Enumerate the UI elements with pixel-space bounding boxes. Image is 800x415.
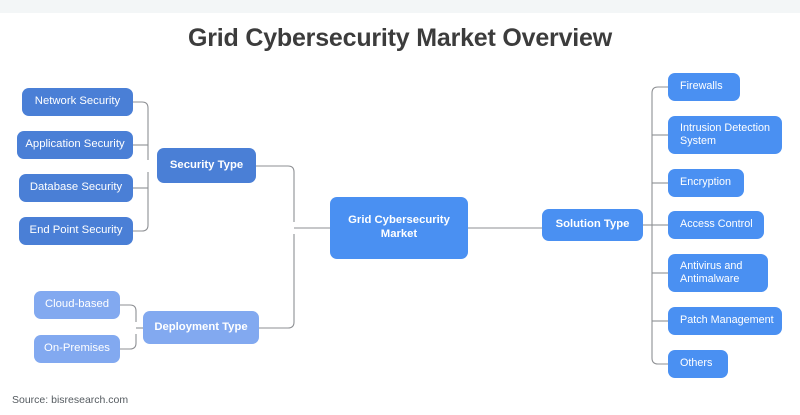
node-label: Security Type xyxy=(169,158,244,171)
node-intrusion-detection-system[interactable]: Intrusion Detection System xyxy=(668,116,782,154)
node-database-security[interactable]: Database Security xyxy=(19,174,133,202)
node-label: Network Security xyxy=(34,95,121,108)
node-label: Database Security xyxy=(29,181,123,194)
node-security-type[interactable]: Security Type xyxy=(157,148,256,183)
node-label: Deployment Type xyxy=(154,320,248,333)
node-cloud-based[interactable]: Cloud-based xyxy=(34,291,120,319)
node-label: Others xyxy=(680,357,713,370)
node-label: On-Premises xyxy=(44,342,110,355)
node-label: Grid Cybersecurity Market xyxy=(348,214,450,240)
node-firewalls[interactable]: Firewalls xyxy=(668,73,740,101)
source-caption: Source: bisresearch.com xyxy=(12,394,129,406)
node-on-premises[interactable]: On-Premises xyxy=(34,335,120,363)
node-solution-type[interactable]: Solution Type xyxy=(542,209,643,241)
node-label: Access Control xyxy=(680,218,753,231)
node-label: Solution Type xyxy=(555,218,630,231)
node-end-point-security[interactable]: End Point Security xyxy=(19,217,133,245)
node-label: Application Security xyxy=(25,138,125,151)
node-application-security[interactable]: Application Security xyxy=(17,131,133,159)
node-label: Firewalls xyxy=(680,80,723,93)
node-deployment-type[interactable]: Deployment Type xyxy=(143,311,259,344)
node-label: Encryption xyxy=(680,176,732,189)
node-access-control[interactable]: Access Control xyxy=(668,211,764,239)
top-band xyxy=(0,0,800,13)
node-grid-cybersecurity-market[interactable]: Grid Cybersecurity Market xyxy=(330,197,468,259)
page-title: Grid Cybersecurity Market Overview xyxy=(188,24,612,52)
node-others[interactable]: Others xyxy=(668,350,728,378)
node-label: Cloud-based xyxy=(44,298,110,311)
node-label: Patch Management xyxy=(680,314,774,327)
node-label: Intrusion Detection System xyxy=(680,121,771,147)
node-encryption[interactable]: Encryption xyxy=(668,169,744,197)
node-network-security[interactable]: Network Security xyxy=(22,88,133,116)
node-patch-management[interactable]: Patch Management xyxy=(668,307,782,335)
node-label: End Point Security xyxy=(29,224,123,237)
node-label: Antivirus and Antimalware xyxy=(680,259,743,285)
node-antivirus-and-antimalware[interactable]: Antivirus and Antimalware xyxy=(668,254,768,292)
